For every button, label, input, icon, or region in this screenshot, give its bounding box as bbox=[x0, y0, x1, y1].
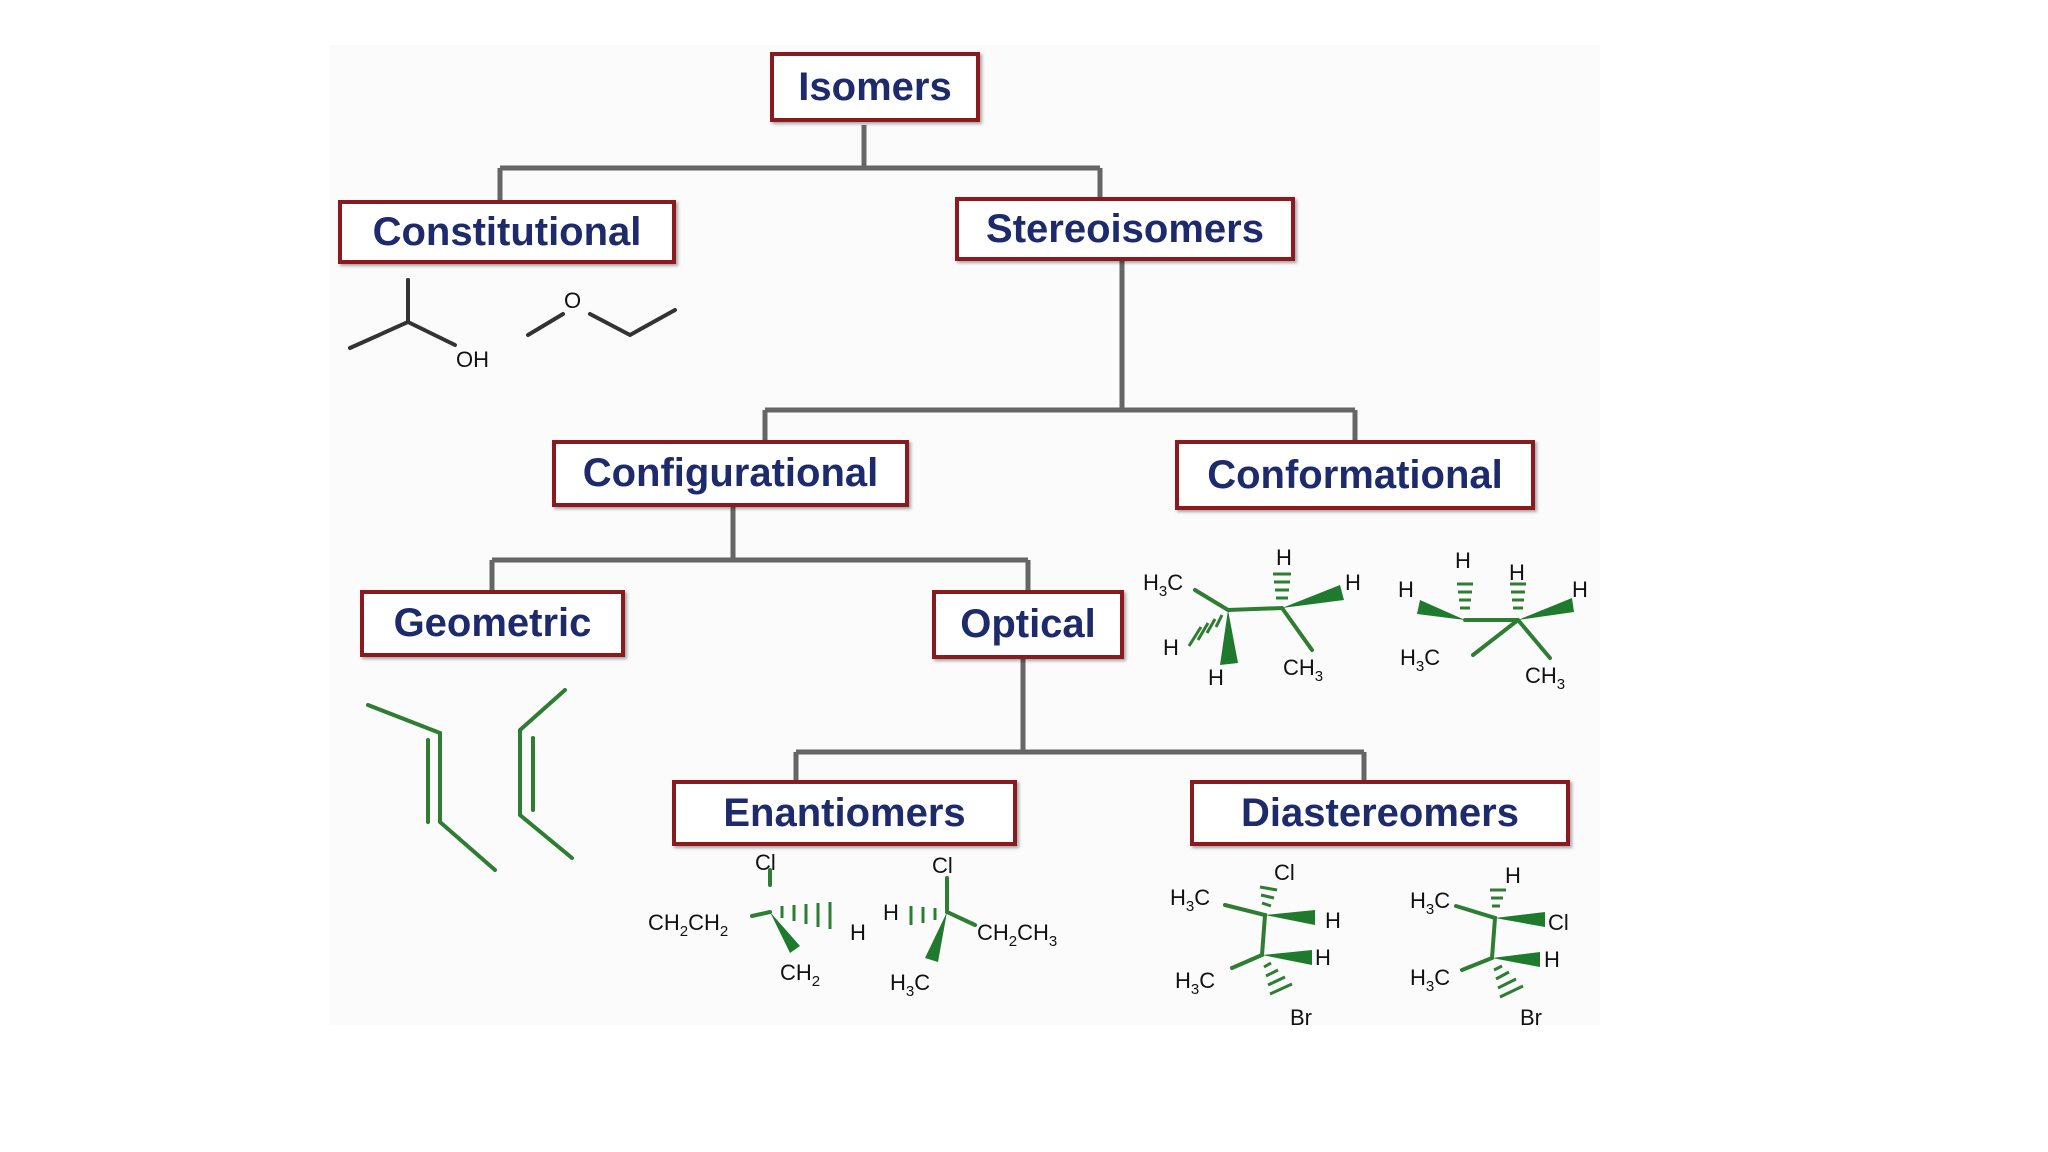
svg-text:H3C: H3C bbox=[1143, 570, 1183, 600]
svg-text:H: H bbox=[850, 920, 866, 945]
svg-text:H3C: H3C bbox=[1410, 965, 1450, 995]
svg-text:CH3: CH3 bbox=[1525, 663, 1565, 693]
node-conformational: Conformational bbox=[1175, 440, 1535, 510]
node-enantiomers: Enantiomers bbox=[672, 780, 1017, 846]
isopropanol-structure: OH bbox=[348, 278, 489, 372]
o-label: O bbox=[564, 288, 581, 313]
svg-text:CH2CH2: CH2CH2 bbox=[648, 910, 728, 940]
svg-text:H: H bbox=[1345, 570, 1361, 595]
node-constitutional: Constitutional bbox=[338, 200, 676, 264]
svg-text:H3C: H3C bbox=[890, 970, 930, 1000]
svg-text:H: H bbox=[1208, 665, 1224, 690]
svg-text:H: H bbox=[1572, 577, 1588, 602]
oh-label: OH bbox=[456, 347, 489, 372]
node-isomers: Isomers bbox=[770, 52, 980, 122]
enantiomer-2-structure: Cl H CH2CH3 H3C bbox=[883, 853, 1057, 1000]
diastereomer-1-structure: Cl H3C H H H3C Br bbox=[1170, 860, 1341, 1030]
svg-text:H3C: H3C bbox=[1175, 968, 1215, 998]
svg-text:Cl: Cl bbox=[755, 850, 776, 875]
br-label: Br bbox=[1290, 1005, 1312, 1030]
svg-text:Cl: Cl bbox=[1274, 860, 1295, 885]
node-geometric: Geometric bbox=[360, 590, 625, 657]
enantiomer-1-structure: Cl CH2CH2 H CH2 bbox=[648, 850, 866, 990]
h-label: H bbox=[1276, 545, 1292, 570]
svg-text:H3C: H3C bbox=[1410, 888, 1450, 918]
node-optical: Optical bbox=[932, 590, 1124, 659]
node-stereoisomers: Stereoisomers bbox=[955, 197, 1295, 261]
svg-text:H: H bbox=[1544, 947, 1560, 972]
staggered-conformer-structure: H3C H H H H CH3 bbox=[1143, 545, 1361, 690]
svg-text:H: H bbox=[1398, 577, 1414, 602]
node-configurational: Configurational bbox=[552, 440, 909, 507]
svg-text:H: H bbox=[1505, 863, 1521, 888]
node-diastereomers: Diastereomers bbox=[1190, 780, 1570, 846]
svg-text:CH2CH3: CH2CH3 bbox=[977, 920, 1057, 950]
svg-text:CH2: CH2 bbox=[780, 960, 820, 990]
tree-connectors bbox=[489, 125, 1367, 785]
trans-2-butene-structure bbox=[366, 703, 497, 872]
svg-text:Cl: Cl bbox=[932, 853, 953, 878]
svg-text:H: H bbox=[1325, 908, 1341, 933]
cl-label: Cl bbox=[1548, 910, 1569, 935]
svg-text:H: H bbox=[1455, 548, 1471, 573]
eclipsed-conformer-structure: H H H H H3C CH3 bbox=[1398, 548, 1588, 693]
svg-text:H: H bbox=[1509, 560, 1525, 585]
svg-text:H: H bbox=[1163, 635, 1179, 660]
svg-text:Br: Br bbox=[1520, 1005, 1542, 1030]
svg-text:CH3: CH3 bbox=[1283, 655, 1323, 685]
cis-2-butene-structure bbox=[518, 688, 574, 860]
diastereomer-2-structure: H H3C Cl H H3C Br bbox=[1410, 863, 1569, 1030]
methoxyethane-structure: O bbox=[526, 288, 677, 338]
svg-text:H: H bbox=[883, 900, 899, 925]
svg-text:H3C: H3C bbox=[1400, 645, 1440, 675]
svg-text:H: H bbox=[1315, 945, 1331, 970]
svg-text:H3C: H3C bbox=[1170, 885, 1210, 915]
